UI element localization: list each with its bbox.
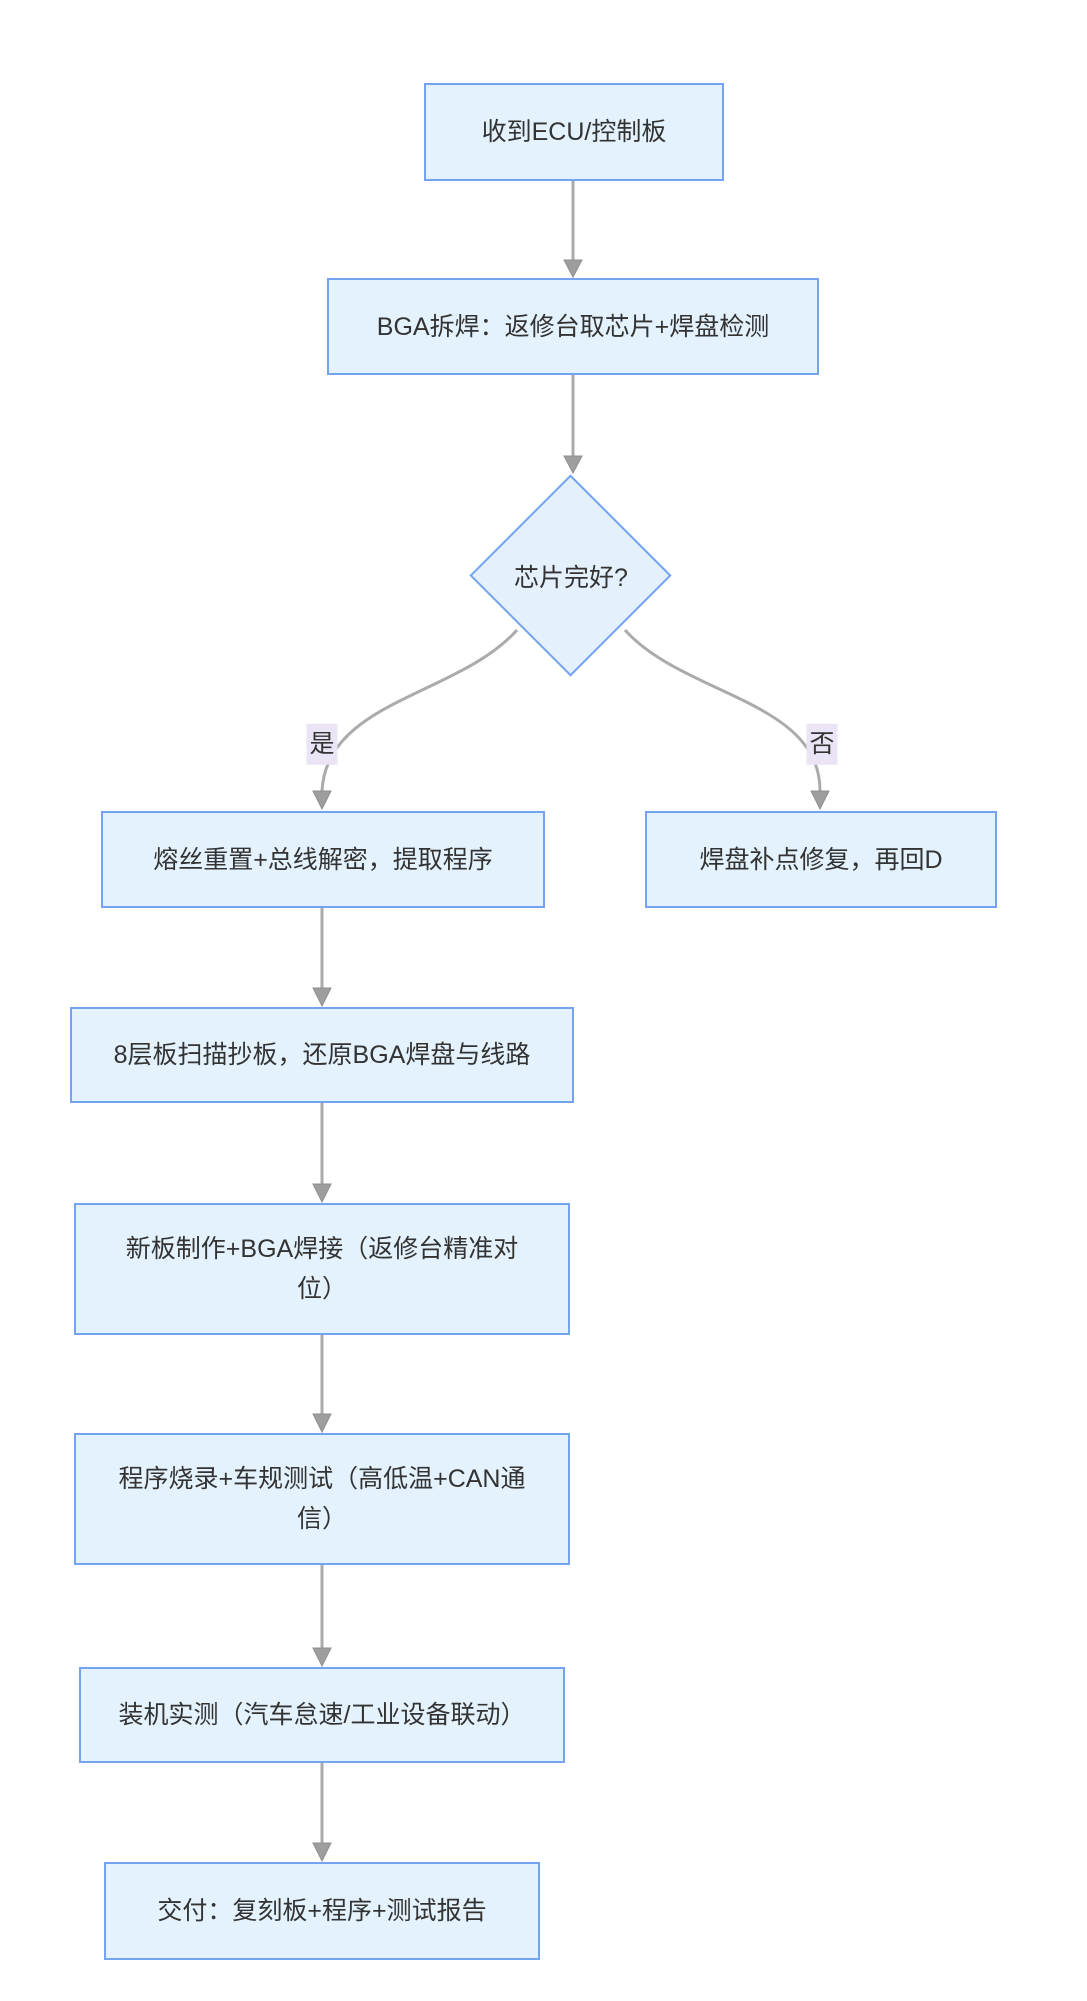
node-label: BGA拆焊：返修台取芯片+焊盘检测 — [376, 312, 770, 341]
arrowhead — [312, 1183, 332, 1204]
node-new-board-bga-weld: 新板制作+BGA焊接（返修台精准对位） — [74, 1203, 570, 1335]
arrowhead — [312, 1413, 332, 1434]
arrowhead — [810, 790, 830, 811]
arrowhead — [312, 790, 332, 811]
node-bga-desolder: BGA拆焊：返修台取芯片+焊盘检测 — [327, 278, 819, 375]
arrowhead — [312, 987, 332, 1008]
node-label: 新板制作+BGA焊接（返修台精准对位） — [125, 1235, 519, 1303]
arrowhead — [563, 259, 583, 279]
arrowhead — [312, 1842, 332, 1863]
node-label: 装机实测（汽车怠速/工业设备联动） — [118, 1701, 526, 1729]
edge-label-no: 否 — [806, 723, 838, 765]
node-label: 熔丝重置+总线解密，提取程序 — [153, 845, 493, 874]
edge-label-yes: 是 — [306, 723, 338, 765]
node-label: 收到ECU/控制板 — [481, 118, 667, 146]
node-label: 8层板扫描抄板，还原BGA焊盘与线路 — [113, 1041, 531, 1069]
arrowhead — [312, 1647, 332, 1668]
node-pad-repair: 焊盘补点修复，再回D — [645, 811, 997, 908]
node-scan-copy-board: 8层板扫描抄板，还原BGA焊盘与线路 — [70, 1007, 574, 1103]
node-label: 程序烧录+车规测试（高低温+CAN通信） — [118, 1465, 526, 1533]
node-fuse-reset-extract: 熔丝重置+总线解密，提取程序 — [101, 811, 545, 908]
node-label: 交付：复刻板+程序+测试报告 — [157, 1897, 487, 1925]
node-decision-chip-ok: 芯片完好? — [514, 564, 628, 592]
node-label: 焊盘补点修复，再回D — [699, 845, 943, 874]
arrowhead — [563, 455, 583, 475]
node-install-field-test: 装机实测（汽车怠速/工业设备联动） — [79, 1667, 565, 1763]
node-receive-ecu: 收到ECU/控制板 — [424, 83, 724, 181]
node-program-burn-test: 程序烧录+车规测试（高低温+CAN通信） — [74, 1433, 570, 1565]
node-deliver: 交付：复刻板+程序+测试报告 — [104, 1862, 540, 1960]
